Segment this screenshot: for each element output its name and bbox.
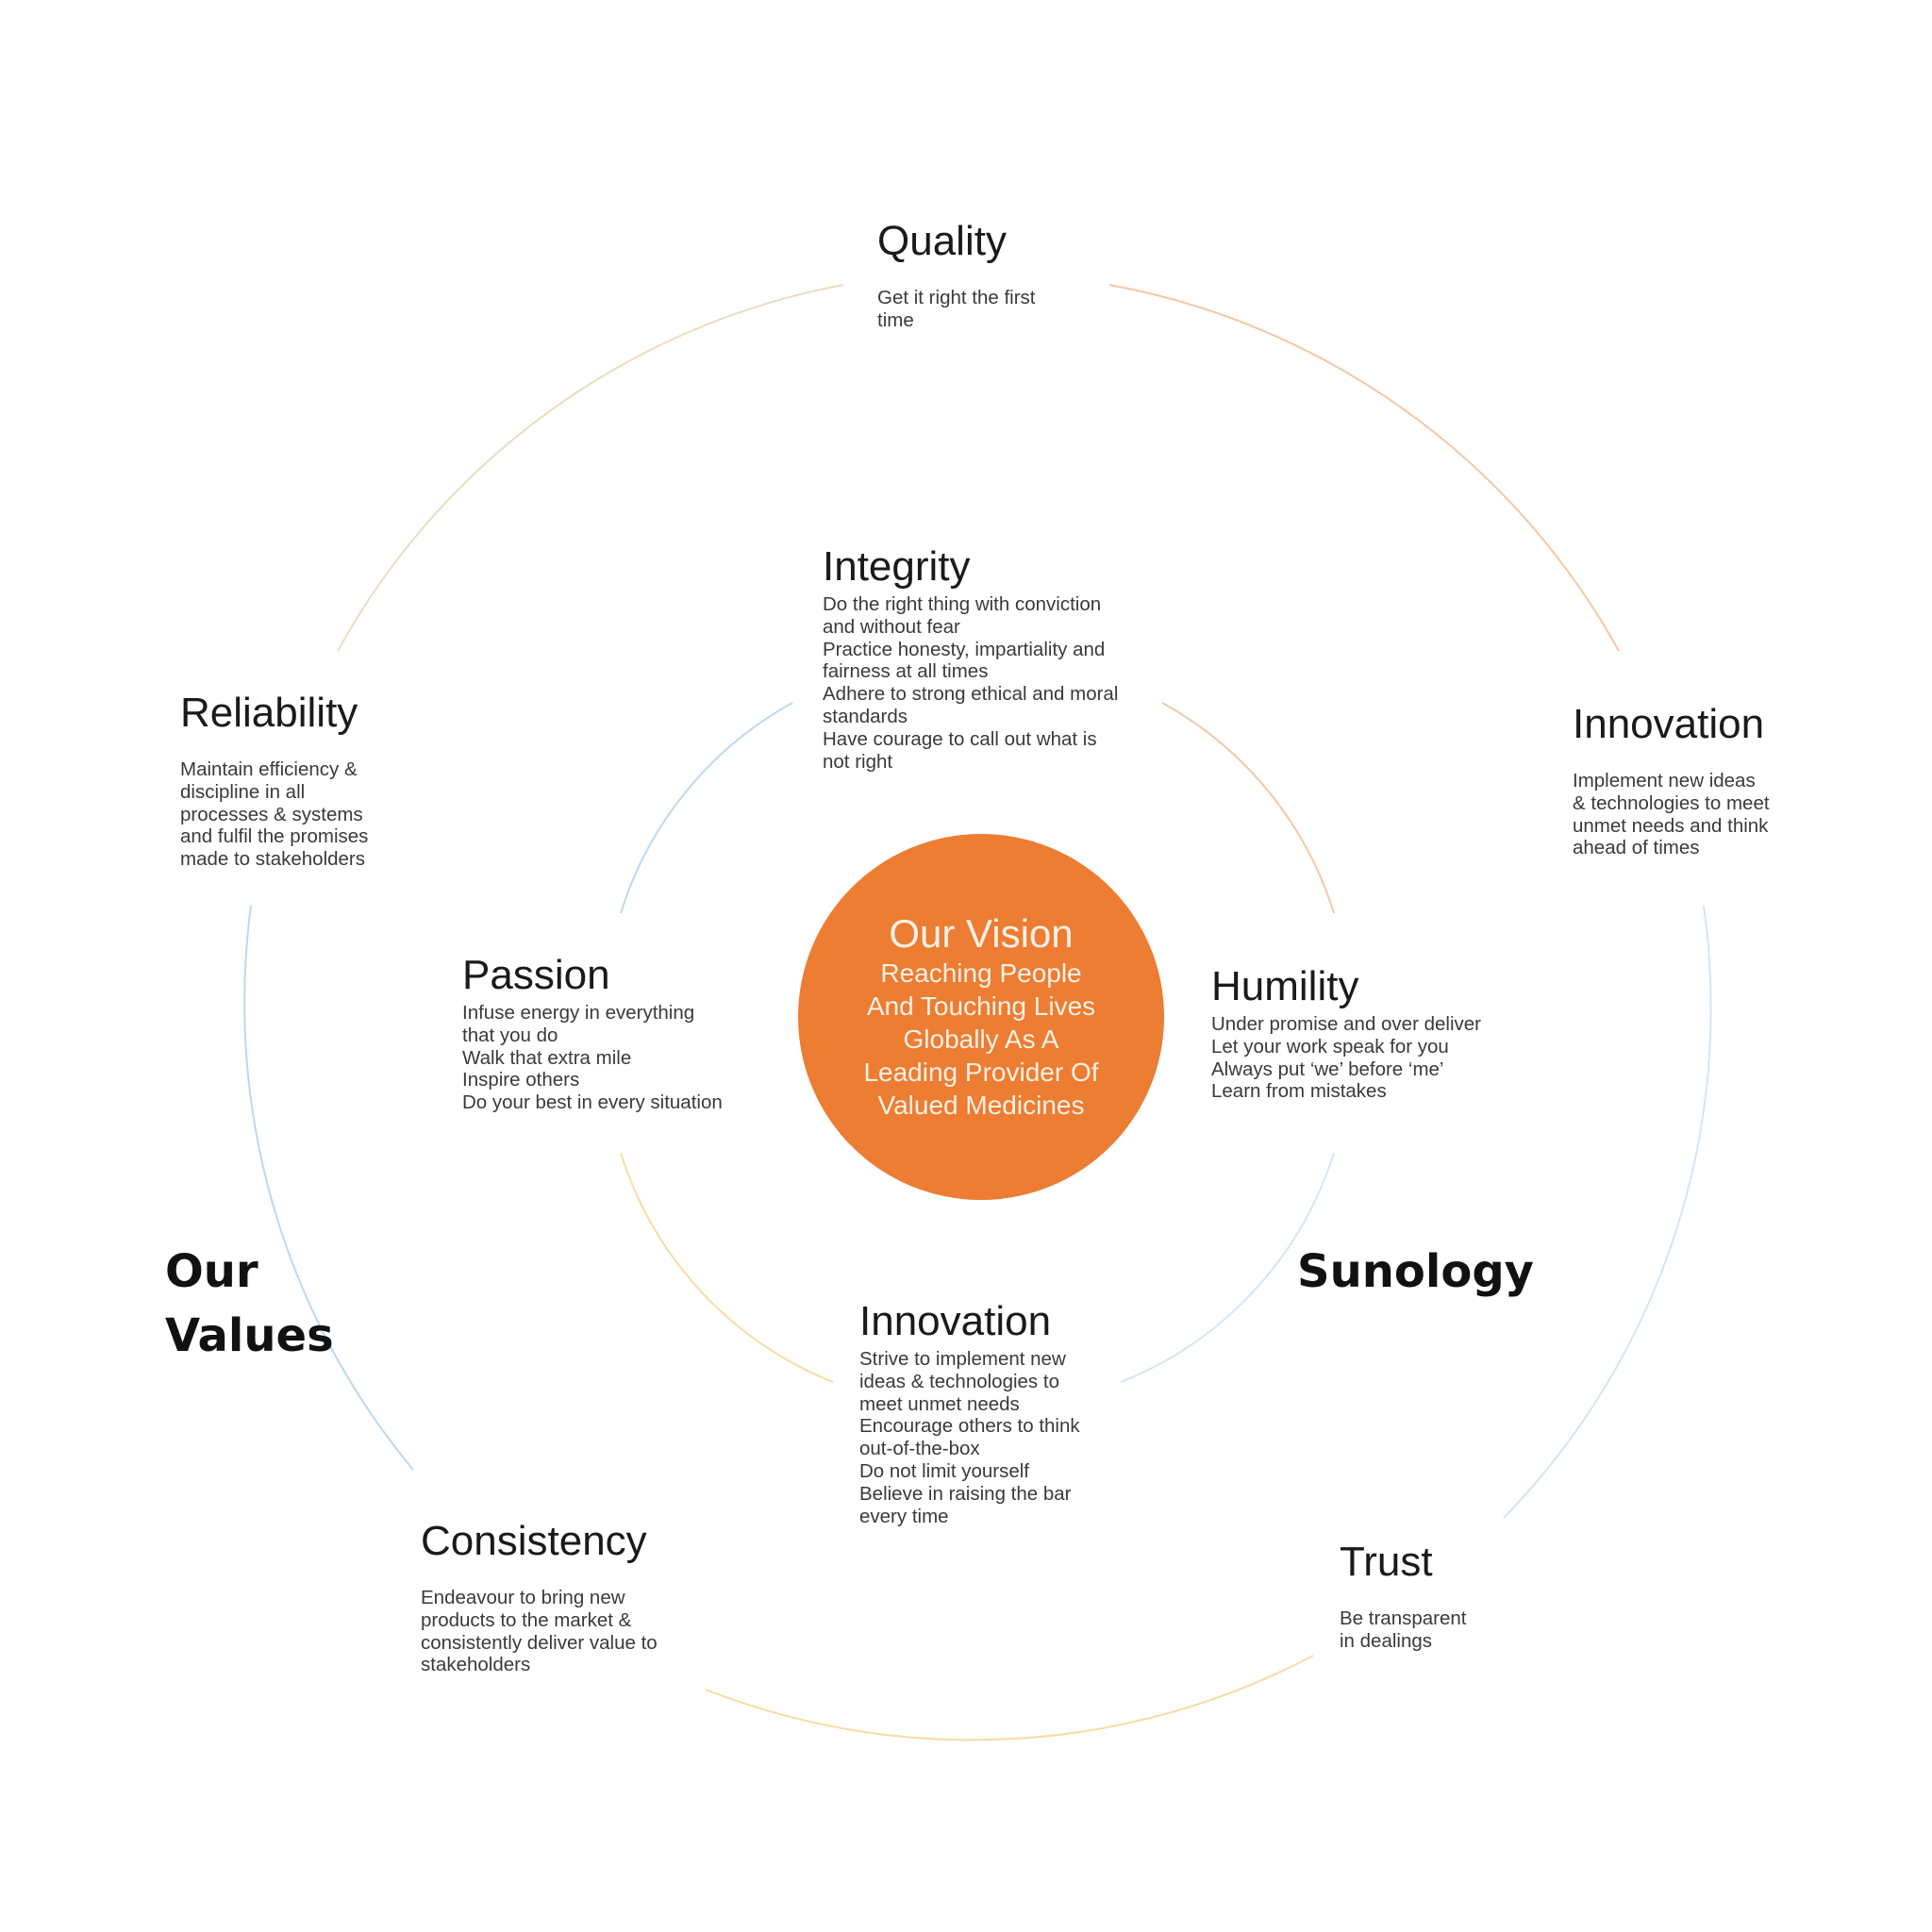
vision-line: Reaching People (880, 958, 1082, 988)
description-line: standards (823, 705, 908, 727)
value-reliability: Reliability Maintain efficiency & discip… (180, 689, 368, 871)
value-title: Innovation (859, 1298, 1052, 1344)
description-line: Get it right the first (877, 287, 1036, 308)
vision-circle: Our Vision Reaching People And Touching … (798, 834, 1164, 1200)
description-line: Implement new ideas (1573, 770, 1756, 791)
description-line: Walk that extra mile (462, 1046, 632, 1069)
description-line: Strive to implement new (859, 1348, 1066, 1370)
description-line: not right (823, 750, 893, 773)
value-description: Endeavour to bring new products to the m… (421, 1587, 658, 1676)
description-line: every time (859, 1505, 949, 1527)
outer-arc-quality-reliability (337, 284, 844, 652)
outer-arc-innovation-trust (1503, 905, 1712, 1519)
value-description: Be transparent in dealings (1340, 1607, 1466, 1653)
vision-line: Globally As A (903, 1024, 1059, 1054)
description-line: time (877, 308, 914, 331)
value-title: Reliability (180, 690, 358, 736)
value-description: Maintain efficiency & discipline in all … (180, 758, 368, 871)
our-values-heading-line-2: Values (165, 1309, 334, 1362)
value-passion: Passion Infuse energy in everything that… (462, 951, 723, 1114)
vision-line: And Touching Lives (866, 991, 1096, 1021)
value-title: Humility (1211, 963, 1359, 1009)
description-line: Under promise and over deliver (1211, 1013, 1481, 1035)
description-line: discipline in all (180, 780, 306, 803)
description-line: out-of-the-box (859, 1438, 980, 1460)
description-line: Practice honesty, impartiality and (823, 638, 1106, 660)
outer-arc-trust-consistency (705, 1655, 1314, 1741)
value-trust: Trust Be transparent in dealings (1340, 1538, 1466, 1653)
inner-arc-innovation-passion (620, 1152, 834, 1383)
description-line: Let your work speak for you (1211, 1035, 1449, 1058)
value-quality: Quality Get it right the first time (877, 217, 1035, 332)
our-values-heading: Our Values (165, 1240, 334, 1368)
vision-statement: Reaching People And Touching Lives Globa… (798, 957, 1164, 1122)
description-line: products to the market & (421, 1608, 632, 1631)
sunology-heading: Sunology (1297, 1245, 1534, 1298)
description-line: Believe in raising the bar (859, 1482, 1072, 1505)
description-line: Have courage to call out what is (823, 727, 1097, 750)
value-description: Implement new ideas & technologies to me… (1573, 770, 1770, 859)
value-title: Passion (462, 952, 610, 998)
description-line: Encourage others to think (859, 1415, 1080, 1438)
value-integrity: Integrity Do the right thing with convic… (823, 542, 1118, 773)
description-line: fairness at all times (823, 660, 989, 683)
description-line: Do the right thing with conviction (823, 593, 1102, 615)
description-line: unmet needs and think (1573, 814, 1769, 837)
description-line: Do not limit yourself (859, 1459, 1030, 1482)
description-line: consistently deliver value to (421, 1631, 658, 1654)
description-line: & technologies to meet (1573, 791, 1770, 814)
description-line: stakeholders (421, 1654, 531, 1676)
value-title: Innovation (1573, 701, 1765, 747)
value-consistency: Consistency Endeavour to bring new produ… (421, 1517, 658, 1676)
value-description: Under promise and over deliver Let your … (1211, 1013, 1481, 1103)
description-line: Inspire others (462, 1069, 580, 1091)
value-title: Integrity (823, 543, 971, 590)
description-line: Infuse energy in everything (462, 1002, 695, 1024)
description-line: meet unmet needs (859, 1392, 1020, 1415)
description-line: Adhere to strong ethical and moral (823, 683, 1119, 706)
description-line: Always put ‘we’ before ‘me’ (1211, 1058, 1444, 1080)
value-title: Trust (1340, 1539, 1433, 1585)
vision-line: Leading Provider Of (863, 1058, 1099, 1087)
description-line: Do your best in every situation (462, 1091, 723, 1114)
description-line: Endeavour to bring new (421, 1587, 625, 1608)
description-line: Maintain efficiency & (180, 758, 358, 780)
description-line: made to stakeholders (180, 848, 366, 871)
value-innovation-outer: Innovation Implement new ideas & technol… (1573, 700, 1770, 859)
description-line: and without fear (823, 615, 960, 638)
vision-title: Our Vision (889, 911, 1074, 956)
value-humility: Humility Under promise and over deliver … (1211, 962, 1481, 1103)
description-line: processes & systems (180, 803, 363, 825)
value-description: Do the right thing with conviction and w… (823, 593, 1118, 773)
description-line: Be transparent (1340, 1607, 1467, 1629)
inner-arc-integrity-humility (1161, 702, 1335, 914)
vision-line: Valued Medicines (877, 1091, 1085, 1120)
description-line: Learn from mistakes (1211, 1080, 1387, 1103)
description-line: ahead of times (1573, 837, 1700, 859)
description-line: that you do (462, 1024, 558, 1046)
value-innovation-inner: Innovation Strive to implement new ideas… (859, 1297, 1080, 1527)
our-values-heading-line-1: Our (165, 1245, 258, 1298)
outer-arc-consistency-reliability (243, 905, 414, 1471)
value-description: Strive to implement new ideas & technolo… (859, 1348, 1080, 1527)
outer-arc-quality-innovation (1108, 284, 1620, 652)
description-line: in dealings (1340, 1629, 1433, 1652)
description-line: and fulfil the promises (180, 825, 369, 848)
value-description: Infuse energy in everything that you do … (462, 1002, 723, 1114)
value-description: Get it right the first time (877, 287, 1035, 332)
value-title: Consistency (421, 1518, 647, 1564)
value-title: Quality (877, 218, 1007, 264)
inner-arc-integrity-passion (620, 702, 793, 914)
description-line: ideas & technologies to (859, 1370, 1059, 1392)
inner-arc-humility-innovation (1120, 1152, 1335, 1383)
